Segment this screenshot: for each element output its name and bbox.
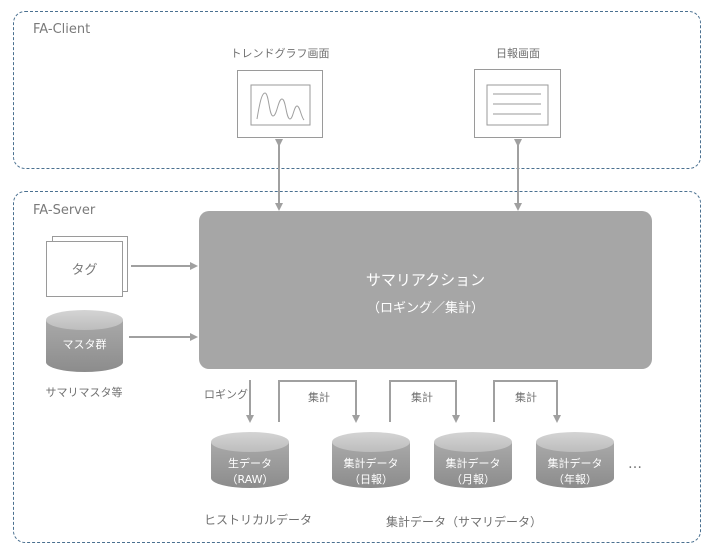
database-top xyxy=(332,432,410,452)
fa-client-group xyxy=(13,11,701,169)
database-top xyxy=(434,432,512,452)
daily-report-screen-label: 日報画面 xyxy=(496,47,540,60)
database-label: 集計データ（日報） xyxy=(343,457,399,486)
database-monthly: 集計データ（月報） xyxy=(434,432,512,498)
aggregate-monthly-arrow xyxy=(389,380,460,423)
database-raw: 生データ（RAW） xyxy=(211,432,289,498)
aggregate-label-monthly: 集計 xyxy=(411,391,433,404)
aggregate-label-yearly: 集計 xyxy=(515,391,537,404)
master-database-label: マスタ群 xyxy=(62,338,107,351)
database-daily: 集計データ（日報） xyxy=(332,432,410,498)
trend-graph-screen xyxy=(237,70,323,138)
fa-server-group xyxy=(13,191,701,543)
tag-card: タグ xyxy=(46,241,123,297)
aggregate-label-daily: 集計 xyxy=(308,391,330,404)
fa-client-label: FA-Client xyxy=(33,22,91,37)
database-label: 集計データ（年報） xyxy=(547,457,603,486)
database-top xyxy=(211,432,289,452)
trend-graph-screen-icon xyxy=(250,84,311,126)
tag-label: タグ xyxy=(71,263,98,278)
daily-report-screen xyxy=(474,69,561,138)
summary-data-caption: 集計データ（サマリデータ） xyxy=(386,515,543,529)
master-caption: サマリマスタ等 xyxy=(45,386,123,399)
summary-action-subtitle: （ロギング／集計） xyxy=(366,301,484,316)
ellipsis: … xyxy=(628,456,642,472)
daily-report-screen-icon xyxy=(486,84,549,126)
logging-label: ロギング xyxy=(204,388,248,401)
database-yearly: 集計データ（年報） xyxy=(536,432,614,498)
database-top xyxy=(536,432,614,452)
summary-action-box: サマリアクション （ロギング／集計） xyxy=(199,211,652,369)
historical-data-caption: ヒストリカルデータ xyxy=(204,513,313,527)
aggregate-yearly-arrow xyxy=(493,380,561,423)
database-label: 生データ（RAW） xyxy=(226,457,274,486)
fa-server-label: FA-Server xyxy=(33,203,96,218)
summary-action-title: サマリアクション xyxy=(365,271,486,289)
master-database: マスタ群 xyxy=(46,310,123,376)
database-label: 集計データ（月報） xyxy=(445,457,501,486)
master-database-top xyxy=(46,310,123,330)
aggregate-daily-arrow xyxy=(278,380,360,423)
trend-graph-screen-label: トレンドグラフ画面 xyxy=(230,47,330,60)
